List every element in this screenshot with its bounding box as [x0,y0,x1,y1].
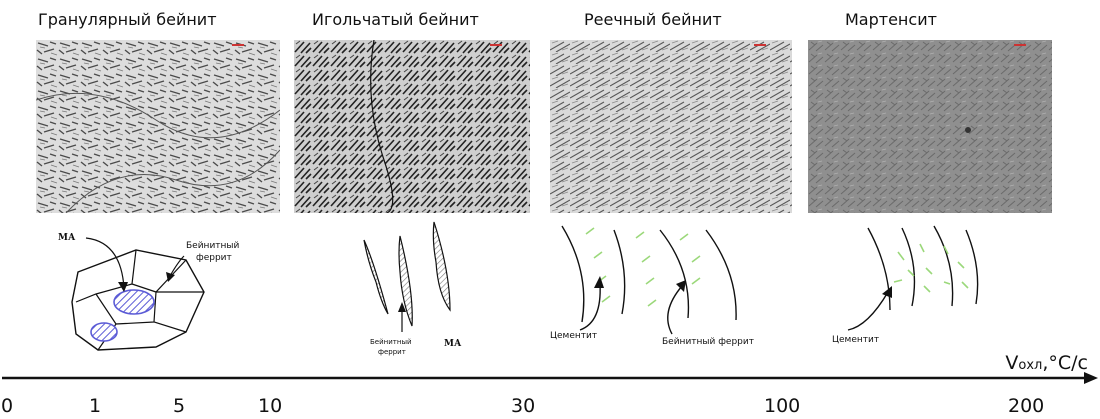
micrograph-acicular-bainite [294,40,530,213]
axis-tick-100: 100 [764,395,800,417]
axis-tick-30: 30 [511,395,535,417]
label-bainitic-ferrite-line2: феррит [196,253,232,263]
micrograph-granular-bainite [36,40,280,213]
cooling-rate-axis: 0 1 5 10 30 100 200 [0,360,1100,419]
label-cementite: Цементит [550,331,597,341]
label-ma: МА [444,339,462,349]
micrograph-lath-bainite [550,40,792,213]
label-cementite: Цементит [832,335,879,345]
label-ma: МА [58,233,76,243]
sketch-martensite: Цементит [808,222,998,357]
label-bainitic-ferrite-line2: феррит [378,348,406,356]
panel-title-acicular-bainite: Игольчатый бейнит [312,10,479,29]
micrograph-martensite [808,40,1052,213]
axis-arrowhead [1084,372,1098,384]
sketch-lath-bainite: Цементит Бейнитный феррит [542,222,790,357]
axis-tick-0: 0 [1,395,13,417]
axis-tick-10: 10 [258,395,282,417]
sketch-granular-bainite: МА Бейнитный феррит [36,222,280,357]
sketch-acicular-bainite: Бейнитный феррит МА [326,222,476,357]
axis-tick-1: 1 [89,395,101,417]
panel-title-granular-bainite: Гранулярный бейнит [38,10,217,29]
label-bainitic-ferrite-line1: Бейнитный [370,338,412,346]
label-bainitic-ferrite-line1: Бейнитный [186,241,240,251]
axis-tick-200: 200 [1008,395,1044,417]
axis-tick-5: 5 [173,395,185,417]
panel-title-lath-bainite: Реечный бейнит [584,10,722,29]
panel-title-martensite: Мартенсит [845,10,937,29]
label-bainitic-ferrite: Бейнитный феррит [662,337,754,347]
